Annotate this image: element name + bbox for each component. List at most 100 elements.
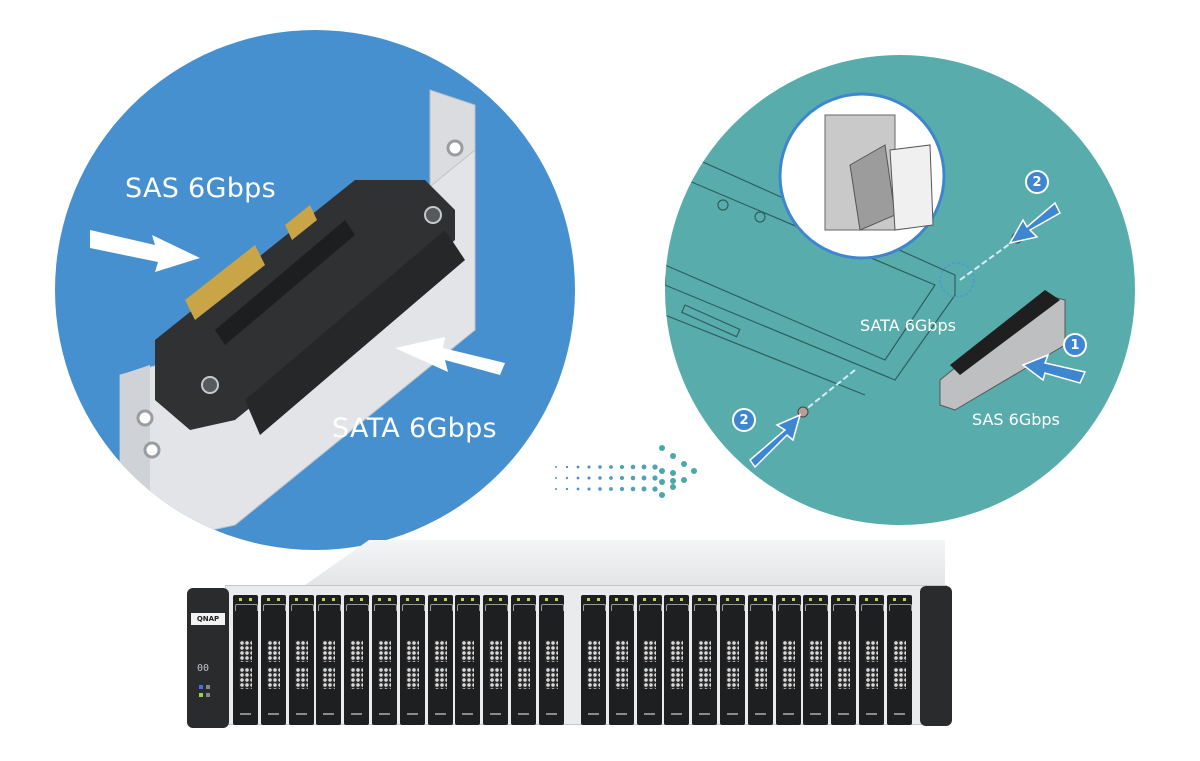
- sas-sata-adapter-illustration: [90, 89, 505, 550]
- vent-upper: [544, 640, 558, 662]
- drive-led: [892, 598, 906, 601]
- drive-bay[interactable]: [747, 595, 773, 725]
- drive-bay[interactable]: [399, 595, 425, 725]
- drive-bay[interactable]: [886, 595, 912, 725]
- drive-bay[interactable]: [511, 595, 536, 725]
- vent-upper: [809, 640, 823, 662]
- drive-slot-line: [893, 713, 905, 715]
- arrow-dot: [670, 470, 676, 476]
- arrow-dot: [598, 476, 602, 480]
- step-badge-2-top: 2: [1025, 170, 1049, 194]
- vent-lower: [350, 667, 364, 689]
- qnap-storage-server: QNAP 00: [185, 540, 955, 730]
- drive-handle[interactable]: [262, 604, 286, 611]
- drive-bay[interactable]: [692, 595, 718, 725]
- drive-slot-line: [351, 713, 363, 715]
- status-led-grey-2: [206, 693, 210, 697]
- drive-bay[interactable]: [455, 595, 481, 725]
- drive-handle[interactable]: [513, 604, 536, 611]
- arrow-dot: [641, 475, 647, 481]
- vent-upper: [266, 640, 280, 662]
- vent-lower: [892, 667, 906, 689]
- drive-bay[interactable]: [720, 595, 745, 725]
- drive-led: [670, 598, 684, 601]
- drive-led: [461, 598, 475, 601]
- vent-lower: [642, 667, 656, 689]
- drive-handle[interactable]: [833, 604, 857, 611]
- arrow-dot: [587, 476, 591, 480]
- drive-handle[interactable]: [318, 604, 342, 611]
- drive-slot-line: [754, 713, 766, 715]
- drive-handle[interactable]: [457, 604, 481, 611]
- drive-handle[interactable]: [694, 604, 718, 611]
- right-rack-ear: [920, 586, 952, 726]
- arrow-dot: [576, 476, 580, 480]
- drive-handle[interactable]: [540, 604, 564, 611]
- drive-bay[interactable]: [664, 595, 690, 725]
- drive-bay[interactable]: [775, 595, 801, 725]
- drive-handle[interactable]: [374, 604, 397, 611]
- drive-handle[interactable]: [401, 604, 425, 611]
- drive-handle[interactable]: [583, 604, 606, 611]
- vent-upper: [461, 640, 475, 662]
- vent-upper: [239, 640, 252, 662]
- drive-bay[interactable]: [831, 595, 857, 725]
- vent-upper: [642, 640, 656, 662]
- drive-slot-line: [545, 713, 557, 715]
- drive-handle[interactable]: [861, 604, 884, 611]
- vent-upper: [865, 640, 878, 662]
- vent-lower: [405, 667, 419, 689]
- drive-handle[interactable]: [290, 604, 314, 611]
- drive-bay[interactable]: [344, 595, 370, 725]
- drive-slot-line: [782, 713, 794, 715]
- vent-lower: [587, 667, 600, 689]
- drive-handle[interactable]: [485, 604, 509, 611]
- label-sas-6gbps: SAS 6Gbps: [125, 173, 276, 204]
- arrow-dot: [576, 465, 580, 469]
- drive-led: [781, 598, 795, 601]
- drive-handle[interactable]: [888, 604, 912, 611]
- drive-slot-line: [490, 713, 502, 715]
- drive-bay[interactable]: [538, 595, 564, 725]
- drive-bay[interactable]: [427, 595, 453, 725]
- drive-bay[interactable]: [483, 595, 509, 725]
- drive-bay[interactable]: [372, 595, 397, 725]
- drive-led: [239, 598, 252, 601]
- drive-bay[interactable]: [233, 595, 258, 725]
- drive-bay[interactable]: [316, 595, 342, 725]
- drive-handle[interactable]: [638, 604, 662, 611]
- vent-lower: [433, 667, 447, 689]
- drive-bay[interactable]: [636, 595, 662, 725]
- drive-handle[interactable]: [346, 604, 370, 611]
- drive-led: [614, 598, 628, 601]
- vent-lower: [489, 667, 503, 689]
- drive-handle[interactable]: [722, 604, 745, 611]
- drive-bay[interactable]: [288, 595, 314, 725]
- drive-bay[interactable]: [581, 595, 606, 725]
- drive-bay[interactable]: [608, 595, 634, 725]
- drive-slot-line: [267, 713, 279, 715]
- drive-slot-line: [240, 713, 251, 715]
- vent-upper: [614, 640, 628, 662]
- vent-lower: [322, 667, 336, 689]
- drive-led: [433, 598, 447, 601]
- drive-handle[interactable]: [429, 604, 453, 611]
- drive-bay[interactable]: [260, 595, 286, 725]
- drive-handle[interactable]: [235, 604, 258, 611]
- drive-slot-line: [615, 713, 627, 715]
- left-control-panel: QNAP 00: [187, 588, 229, 728]
- drive-handle[interactable]: [777, 604, 801, 611]
- drive-bay[interactable]: [803, 595, 829, 725]
- drive-bay[interactable]: [859, 595, 884, 725]
- arrow-step2-bottom-icon: [748, 413, 802, 469]
- arrow-dot: [630, 475, 636, 481]
- drive-handle[interactable]: [805, 604, 829, 611]
- vent-upper: [781, 640, 795, 662]
- drive-handle[interactable]: [666, 604, 690, 611]
- drive-slot-line: [434, 713, 446, 715]
- drive-handle[interactable]: [749, 604, 773, 611]
- vent-lower: [781, 667, 795, 689]
- drive-handle[interactable]: [610, 604, 634, 611]
- drive-led: [726, 598, 739, 601]
- arrow-dot: [670, 484, 676, 490]
